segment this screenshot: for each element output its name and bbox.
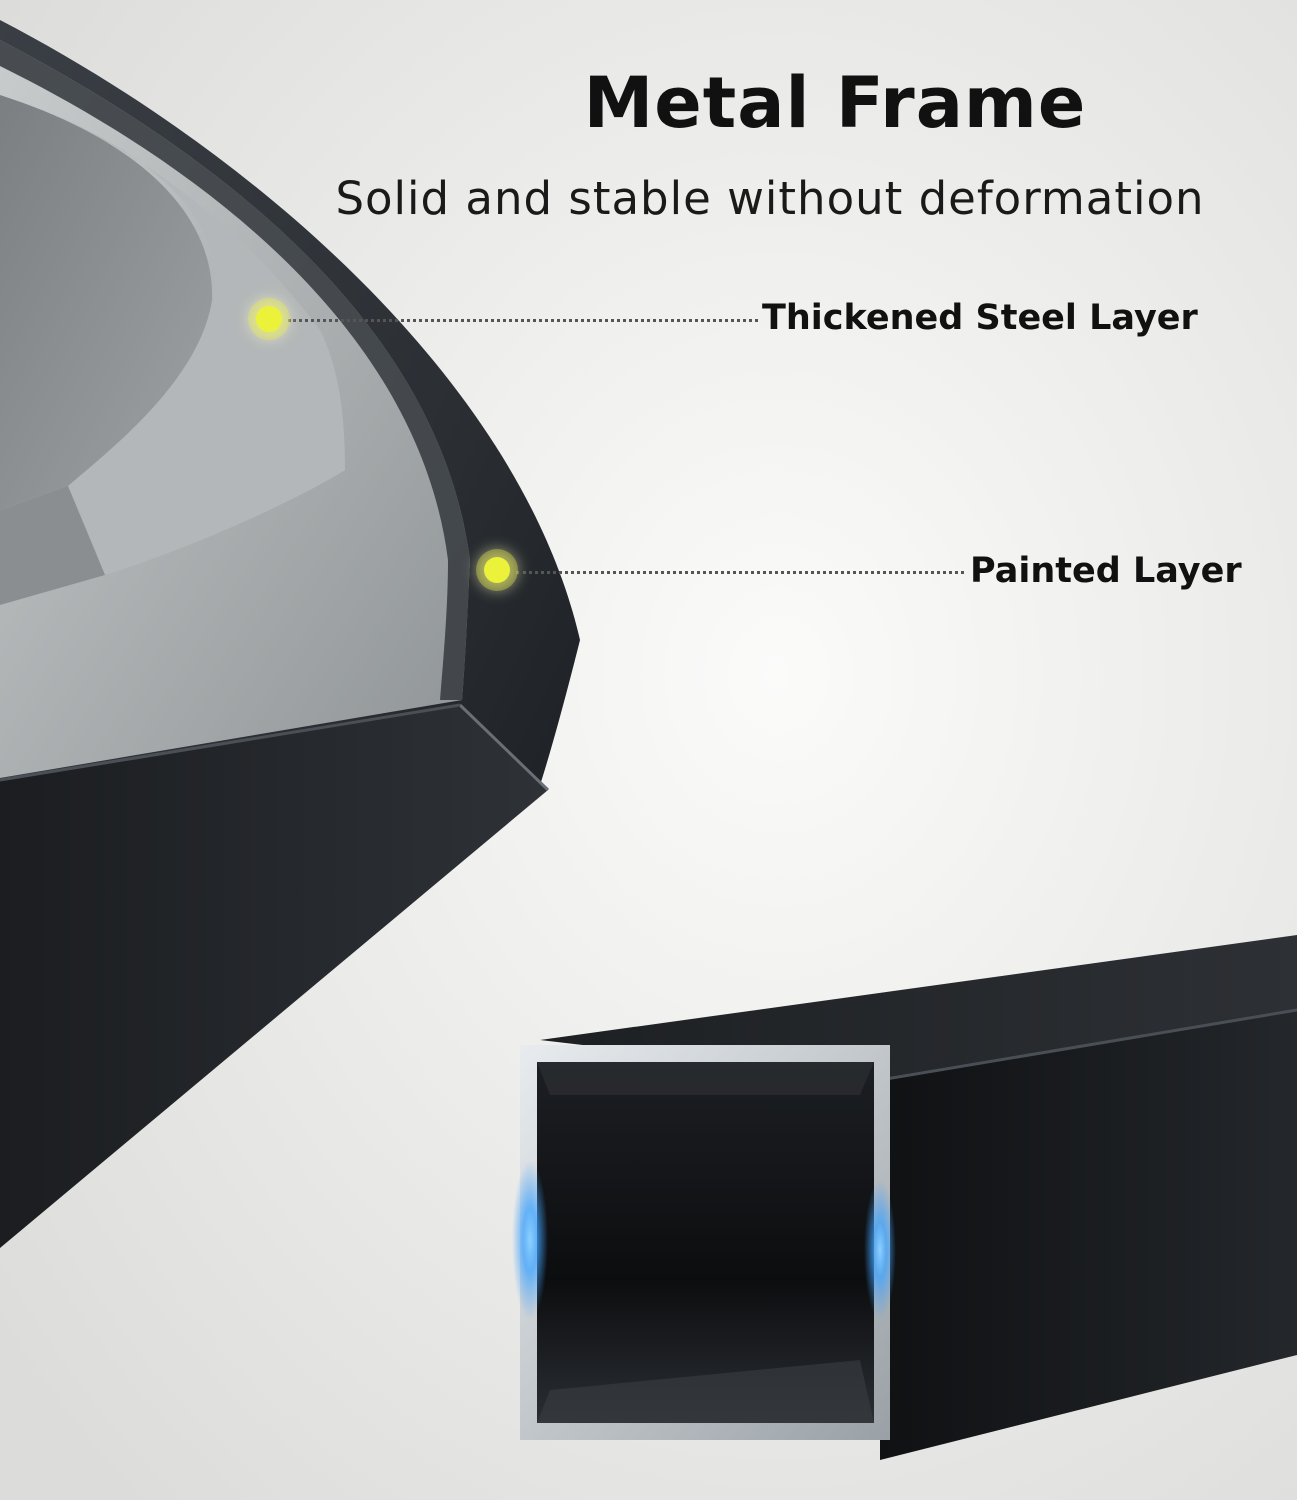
steel-layer-label: Thickened Steel Layer: [762, 298, 1198, 338]
steel-leader-line: [288, 319, 758, 322]
paint-leader-line: [516, 571, 964, 574]
edge-glow-left: [512, 1160, 548, 1320]
page-subtitle: Solid and stable without deformation: [335, 172, 1205, 225]
page-title: Metal Frame: [583, 62, 1087, 144]
painted-layer-label: Painted Layer: [970, 551, 1242, 591]
inner-recess: [0, 95, 345, 575]
painted-shell-face: [0, 705, 548, 1248]
steel-marker-dot: [256, 306, 282, 332]
paint-marker-dot: [484, 557, 510, 583]
tube-side-face: [880, 1010, 1297, 1460]
edge-glow-right: [864, 1180, 896, 1320]
tube-top-face: [540, 935, 1297, 1080]
